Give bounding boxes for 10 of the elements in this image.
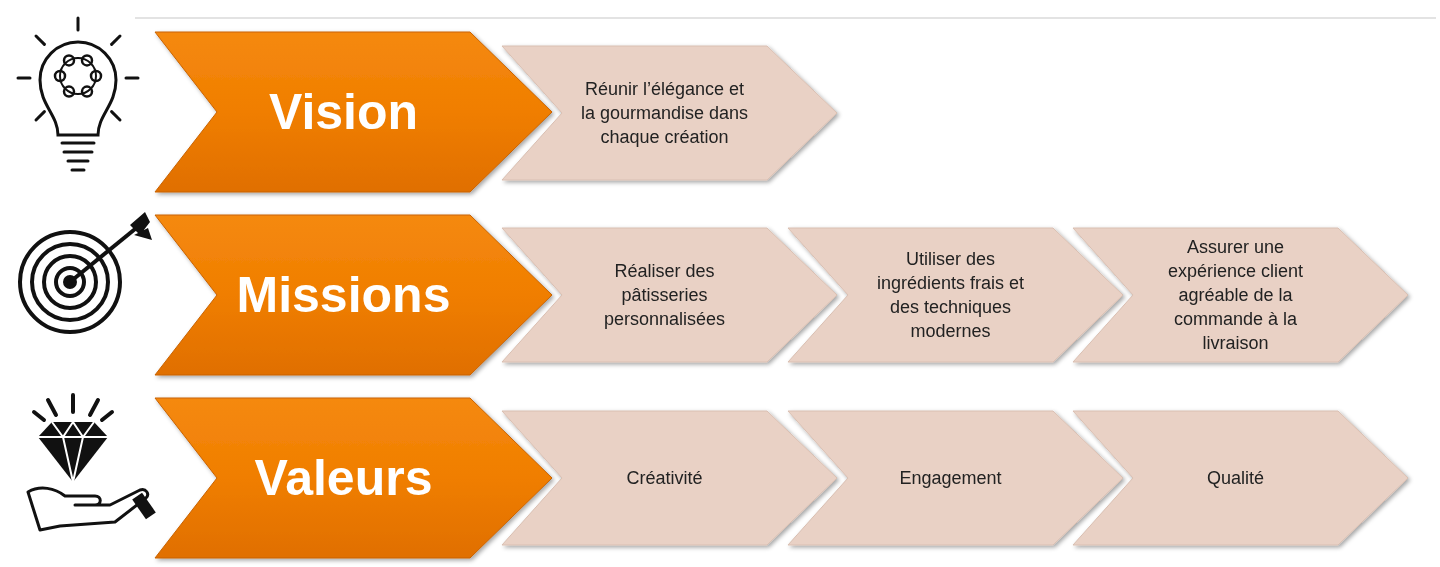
heading-text: Vision <box>268 83 419 141</box>
chevron-text: Engagement <box>899 467 1002 490</box>
chevron-text: Réunir l’élégance et la gourmandise dans chaque création <box>579 78 750 149</box>
chevron-text: Assurer une expérience client agréable de la commande à la livraison <box>1166 236 1305 355</box>
chevron-text: Réaliser des pâtisseries personnalisées <box>602 260 727 331</box>
heading-text: Valeurs <box>254 449 433 507</box>
chevron-text: Utiliser des ingrédients frais et des techniques modernes <box>875 248 1026 343</box>
chevron-text: Qualité <box>1206 467 1264 490</box>
chevron-text: Créativité <box>626 467 703 490</box>
heading-text: Missions <box>236 266 451 324</box>
